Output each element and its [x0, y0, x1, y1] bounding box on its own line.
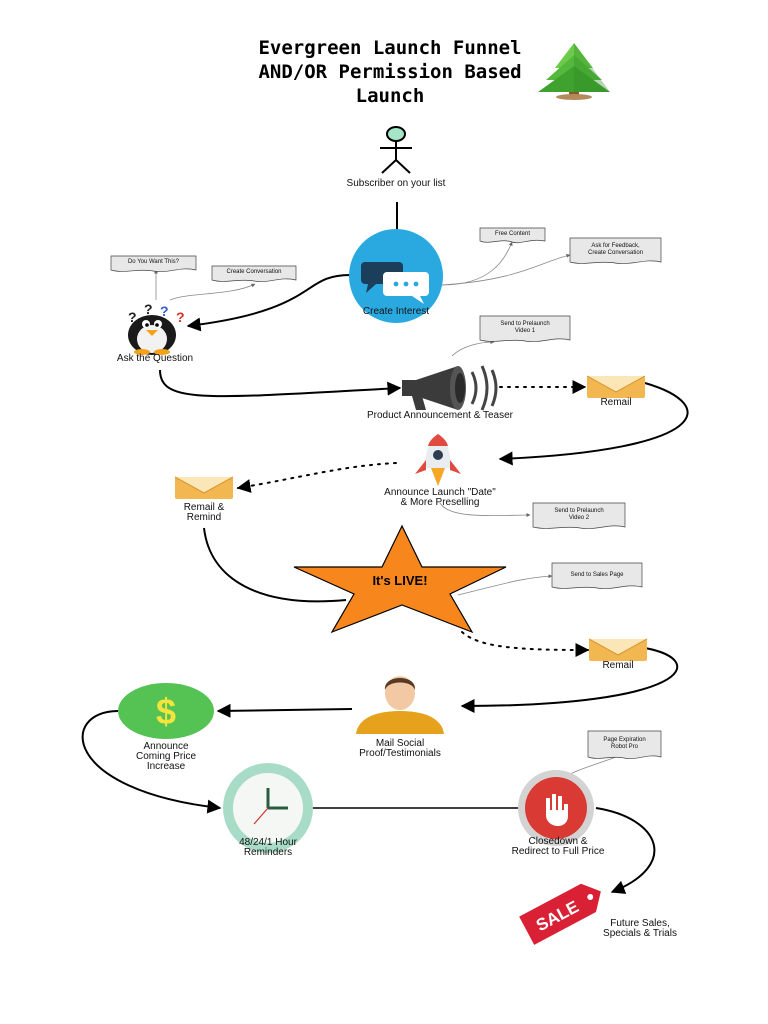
envelope-icon	[586, 375, 646, 398]
connector-closedown-to-sale	[595, 807, 656, 894]
dotted-rocket-to-remind	[236, 462, 397, 493]
note-ask-feedback-text-1: Ask for Feedback,	[591, 243, 640, 249]
announce-price-label-3: Increase	[146, 761, 186, 772]
note-connectors	[154, 241, 629, 787]
svg-text:?: ?	[160, 303, 169, 319]
connector-dollar-to-clock	[81, 710, 222, 814]
svg-text:?: ?	[128, 309, 137, 325]
announce-date-label-2: & More Preselling	[400, 497, 480, 508]
connector-interest-to-question	[186, 274, 351, 332]
star-icon	[293, 524, 507, 634]
subscriber-label: Subscriber on your list	[346, 178, 446, 189]
connector-remind-to-star	[203, 527, 347, 603]
remail-remind-label-1: Remail &	[183, 502, 225, 513]
megaphone-icon	[402, 365, 498, 411]
dotted-connectors	[236, 380, 590, 657]
note-free-content	[479, 227, 546, 244]
announce-price-label-2: Coming Price	[135, 751, 197, 762]
envelope-icon	[588, 638, 648, 661]
dollar-icon: $	[118, 683, 214, 739]
penguin-icon	[128, 315, 176, 355]
svg-text:?: ?	[144, 301, 153, 317]
live-label: It's LIVE!	[372, 573, 428, 588]
note-prelaunch-2	[532, 502, 626, 530]
note-prelaunch-2-text-2: Video 2	[568, 515, 590, 521]
note-ask-feedback	[569, 237, 662, 265]
closedown-label-1: Closedown &	[528, 836, 588, 847]
question-marks-icon: ? ? ? ?	[128, 301, 185, 325]
remail-label-2: Remail	[602, 660, 634, 671]
create-interest-label: Create Interest	[362, 306, 430, 317]
ask-question-label: Ask the Question	[116, 353, 194, 364]
envelope-icon	[174, 476, 234, 499]
note-prelaunch-1-text-2: Video 1	[514, 328, 536, 334]
product-announcement-label: Product Announcement & Teaser	[366, 410, 514, 421]
connector-avatar-to-dollar	[216, 703, 353, 718]
note-prelaunch-2-text-1: Send to Prelaunch	[554, 508, 604, 514]
closedown-label-2: Redirect to Full Price	[511, 846, 605, 857]
connector-remail-to-rocket	[498, 382, 689, 466]
mail-social-label-2: Proof/Testimonials	[359, 748, 441, 759]
note-shapes	[110, 227, 662, 760]
note-free-content-text: Free Content	[494, 231, 531, 237]
note-sales-page-text: Send to Sales Page	[570, 572, 624, 578]
mail-social-label-1: Mail Social	[375, 738, 425, 749]
note-ask-feedback-text-2: Create Conversation	[587, 250, 644, 256]
reminders-label-2: Reminders	[243, 847, 293, 858]
announce-price-label-1: Announce	[143, 741, 189, 752]
connector-remail2-to-avatar	[460, 647, 679, 713]
connector-question-to-announcement	[159, 369, 402, 398]
svg-text:$: $	[156, 691, 176, 732]
note-page-expiration-text-1: Page Expiration	[603, 737, 646, 743]
stick-figure-icon	[380, 126, 412, 174]
note-prelaunch-1-text-1: Send to Prelaunch	[500, 321, 550, 327]
clock-icon	[223, 763, 313, 853]
remail-remind-label-2: Remind	[186, 512, 222, 523]
remail-label-1: Remail	[600, 397, 632, 408]
svg-text:?: ?	[176, 309, 185, 325]
stop-hand-icon	[518, 770, 594, 846]
tree-icon	[538, 43, 610, 100]
note-sales-page	[551, 562, 643, 590]
note-page-expiration-text-2: Robot Pro	[610, 744, 638, 750]
person-avatar-icon	[356, 676, 444, 734]
announce-date-label-1: Announce Launch "Date"	[384, 487, 496, 498]
page-title: Evergreen Launch Funnel AND/OR Permissio…	[258, 37, 522, 107]
main-connectors	[81, 202, 689, 894]
future-sales-label-1: Future Sales,	[610, 918, 670, 929]
rocket-icon	[415, 434, 461, 486]
note-page-expiration	[587, 730, 662, 760]
note-do-you-want	[110, 255, 197, 273]
note-create-conversation-left	[211, 265, 297, 283]
dotted-star-to-remail	[461, 631, 590, 657]
note-create-conversation-text: Create Conversation	[226, 269, 282, 275]
chat-bubbles-icon	[349, 229, 443, 323]
reminders-label-1: 48/24/1 Hour	[239, 837, 297, 848]
note-prelaunch-1	[479, 315, 571, 343]
note-do-you-want-text: Do You Want This?	[127, 259, 180, 265]
future-sales-label-2: Specials & Trials	[603, 928, 677, 939]
